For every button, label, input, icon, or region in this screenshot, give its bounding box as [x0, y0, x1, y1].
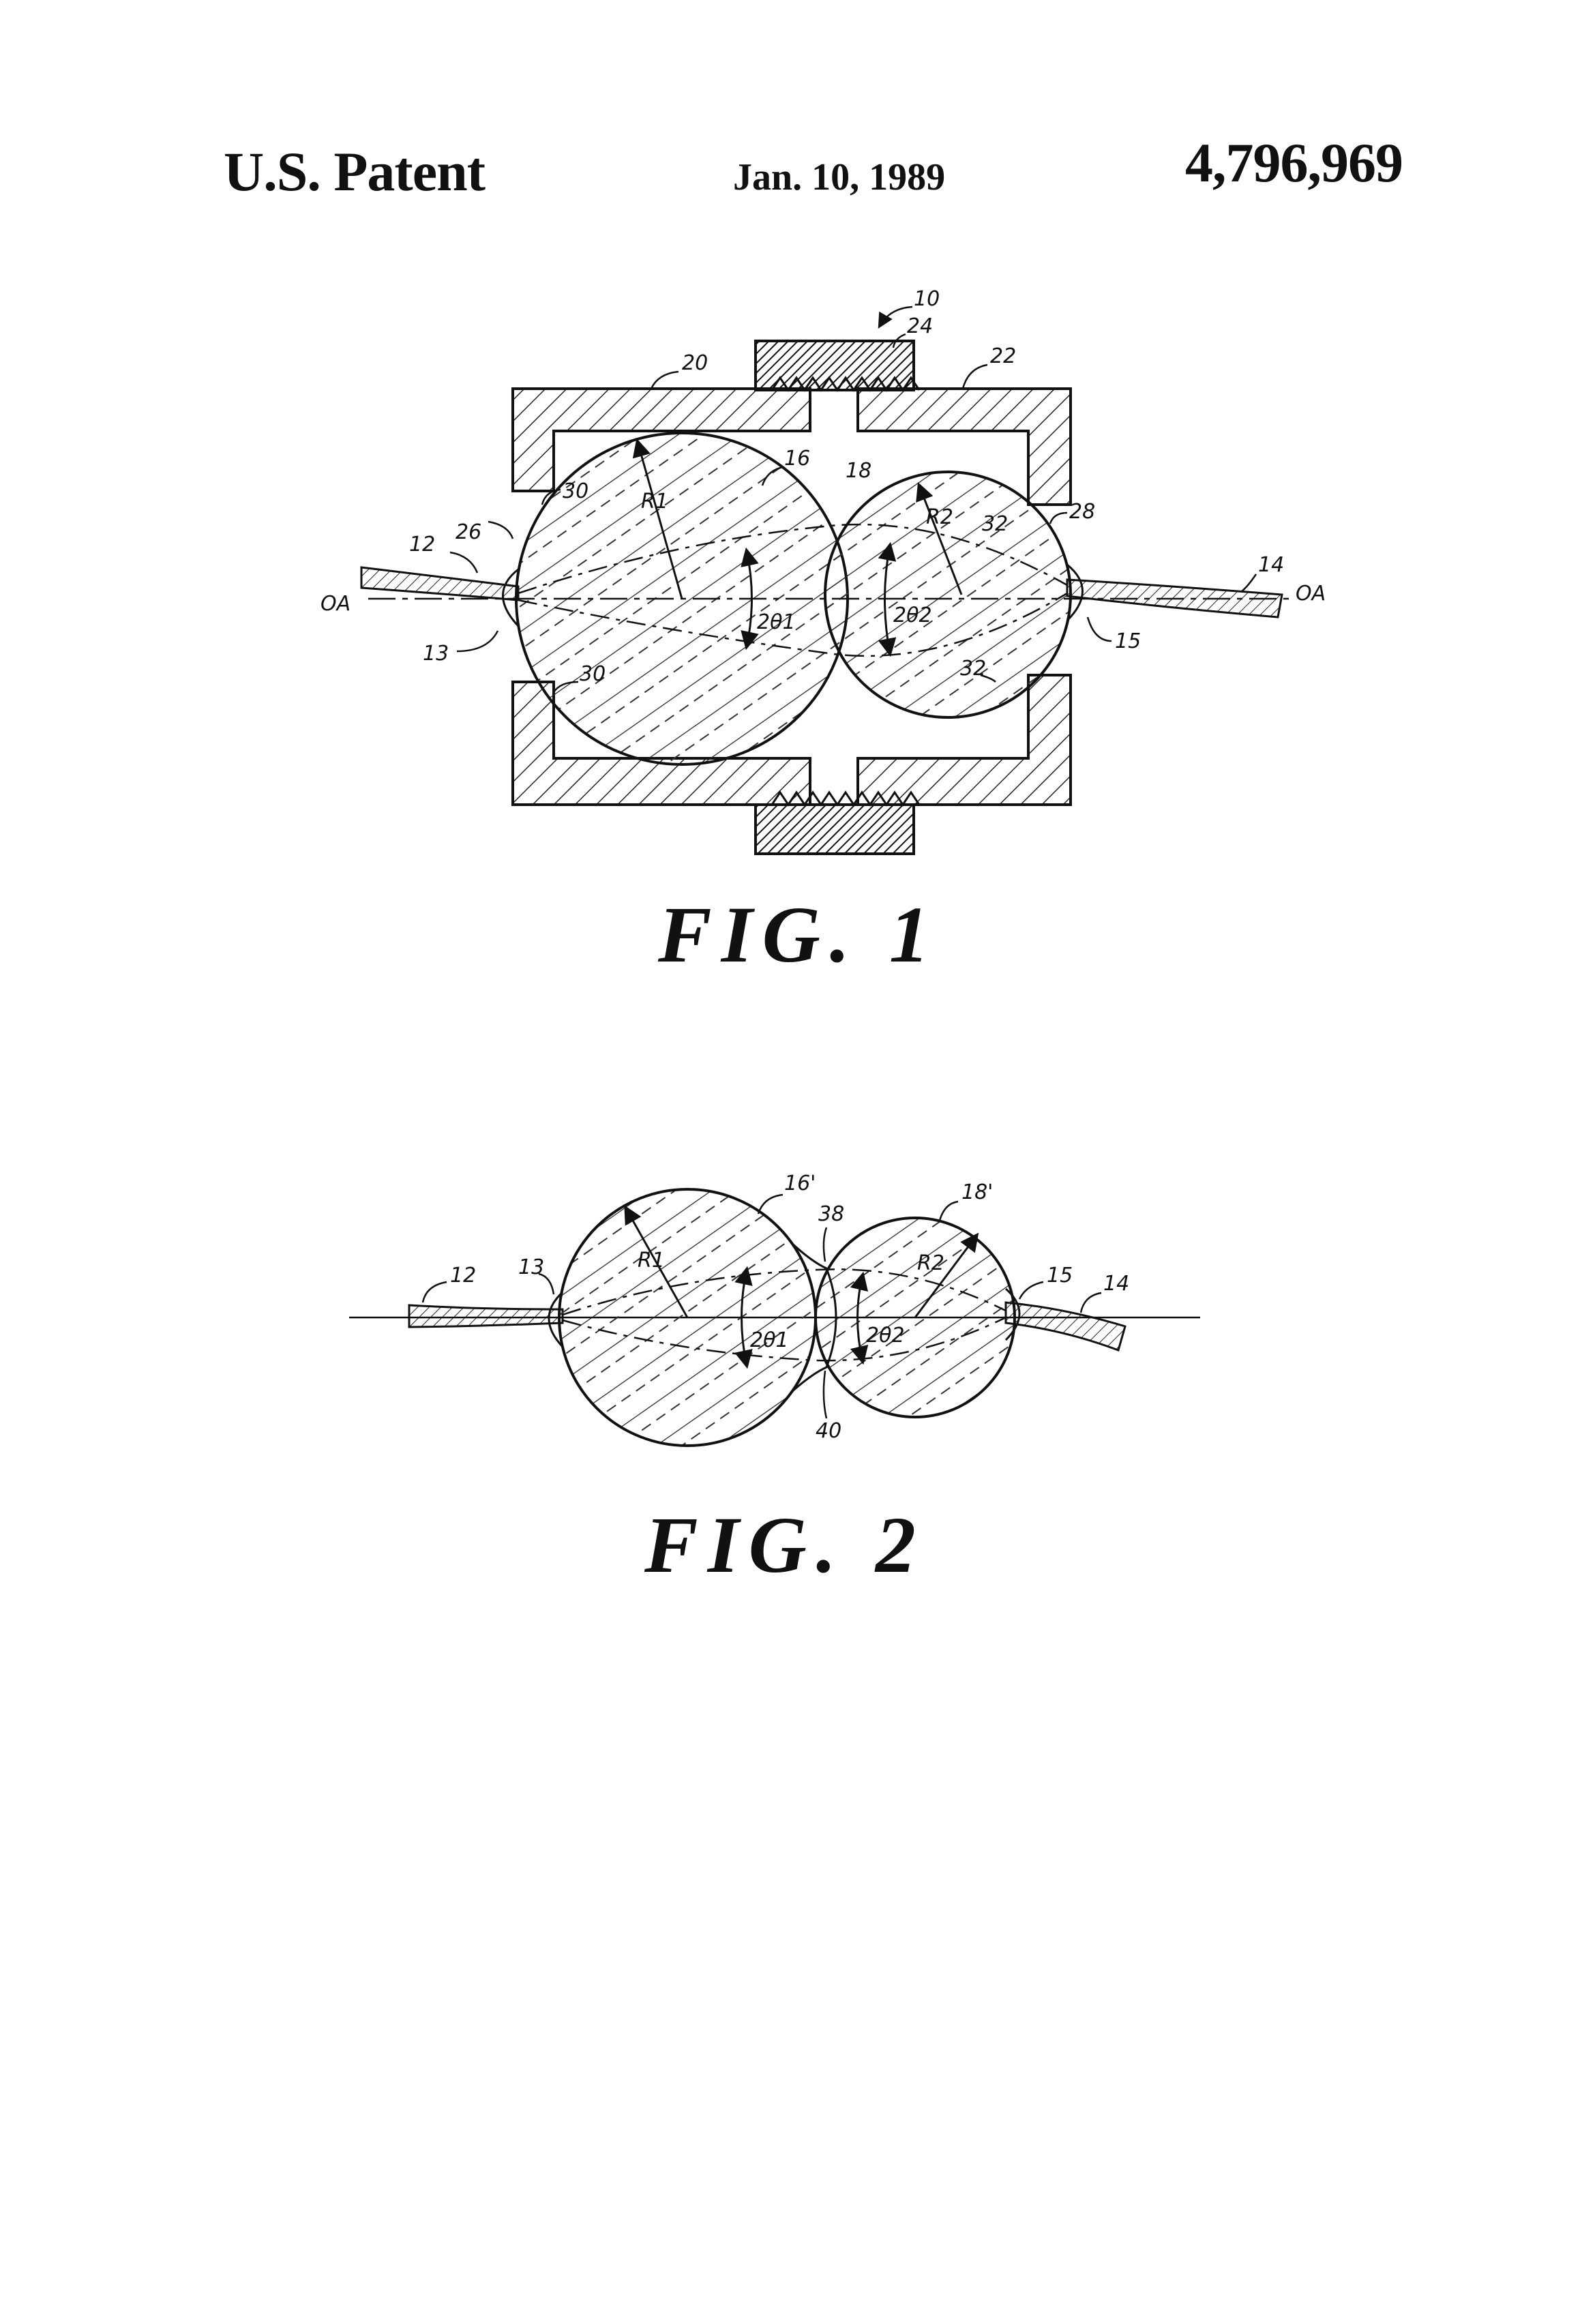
coupler-top	[754, 340, 915, 391]
label-oa-left: OA	[320, 592, 350, 616]
fig2-angle-right	[850, 1271, 869, 1365]
patent-number: 4,796,969	[1185, 132, 1403, 194]
leader-22	[961, 363, 988, 389]
fig1-caption: FIG. 1	[657, 890, 939, 979]
label-10: 10	[914, 287, 940, 311]
fig2-leader-16p	[757, 1193, 783, 1215]
label-r2: R2	[926, 505, 953, 529]
fig2-label-16p: 16'	[784, 1172, 816, 1195]
fiber-left	[360, 566, 520, 601]
fig2-leader-15	[1018, 1281, 1044, 1300]
fig2-label-14: 14	[1103, 1272, 1129, 1296]
leader-10	[878, 306, 913, 329]
label-oa-right: OA	[1296, 582, 1326, 606]
leader-30a	[541, 488, 561, 505]
label-2theta1: 2θ1	[757, 610, 796, 634]
fig2-radius-left	[624, 1205, 689, 1318]
epoxy-left	[502, 568, 520, 627]
label-22: 22	[990, 344, 1016, 368]
fig2-label-12: 12	[450, 1264, 476, 1287]
label-14: 14	[1258, 553, 1284, 577]
fig2-leader-14	[1079, 1292, 1102, 1313]
label-20: 20	[682, 351, 708, 375]
fig2-label-r2: R2	[917, 1251, 944, 1275]
radius-right-arrow	[916, 481, 963, 595]
leader-24	[892, 333, 906, 348]
ray-envelope	[518, 523, 1068, 657]
leader-28	[1049, 511, 1068, 524]
fig2-leader-40	[822, 1370, 828, 1419]
fig2-label-r1: R1	[638, 1249, 665, 1272]
patent-date: Jan. 10, 1989	[733, 156, 946, 198]
leader-14	[1240, 573, 1257, 593]
label-26: 26	[456, 520, 481, 544]
leader-30b	[552, 681, 579, 693]
label-16: 16	[784, 447, 810, 471]
label-32-top: 32	[982, 512, 1008, 536]
label-30-bottom: 30	[580, 662, 606, 686]
label-2theta2: 2θ2	[893, 604, 932, 627]
fig2-caption: FIG. 2	[644, 1500, 925, 1590]
label-32-bottom: 32	[960, 657, 986, 681]
fig2-label-13: 13	[518, 1255, 544, 1279]
fig2-leader-12	[421, 1281, 447, 1303]
fig2-leader-18p	[938, 1200, 959, 1221]
fig2-drawing: 16' 18' 38 40 12 13 15 14 R1 R2 2θ1 2θ2	[349, 1172, 1200, 1447]
fig2-label-15: 15	[1047, 1264, 1073, 1287]
fig2-angle-left	[734, 1266, 753, 1369]
patent-office-header: U.S. Patent	[224, 140, 486, 203]
label-r1: R1	[641, 490, 668, 513]
coupler-bottom-teeth	[771, 790, 921, 807]
leader-13	[456, 630, 499, 653]
label-30-top: 30	[563, 479, 588, 503]
fig2-bond	[790, 1241, 837, 1394]
fig2-label-2theta2: 2θ2	[866, 1324, 905, 1347]
fig2-epoxy-left	[548, 1291, 564, 1348]
fig1-drawing: 10 20 22 24 16 18 28 26 12 13 15 14 OA O…	[320, 287, 1326, 855]
leader-32b	[980, 674, 996, 683]
fig2-ray-envelope	[562, 1268, 1006, 1362]
epoxy-right	[1066, 563, 1084, 622]
label-24: 24	[907, 314, 933, 338]
angle-right-arrow	[878, 541, 897, 657]
fig2-fiber-left	[408, 1304, 564, 1328]
fig2-leader-38	[822, 1227, 828, 1262]
label-12: 12	[409, 533, 435, 556]
fig2-label-2theta1: 2θ1	[750, 1328, 789, 1352]
coupler-bottom	[754, 803, 915, 855]
leader-26	[488, 520, 514, 539]
fig2-label-38: 38	[818, 1202, 844, 1226]
coupler-top-teeth	[771, 376, 921, 392]
angle-left-arrow	[741, 547, 759, 651]
label-18: 18	[846, 459, 871, 483]
fig2-fiber-right	[1004, 1301, 1126, 1352]
label-13: 13	[423, 642, 449, 666]
leader-15	[1086, 616, 1112, 642]
fig2-radius-right	[914, 1232, 979, 1318]
leader-12	[449, 551, 479, 573]
fig2-label-18p: 18'	[961, 1180, 993, 1204]
radius-left-arrow	[632, 438, 683, 599]
label-15: 15	[1115, 629, 1141, 653]
leader-20	[650, 370, 679, 389]
label-28: 28	[1069, 500, 1095, 524]
leader-16	[761, 466, 783, 486]
fig2-leader-13	[538, 1272, 555, 1295]
fig2-label-40: 40	[816, 1419, 841, 1443]
